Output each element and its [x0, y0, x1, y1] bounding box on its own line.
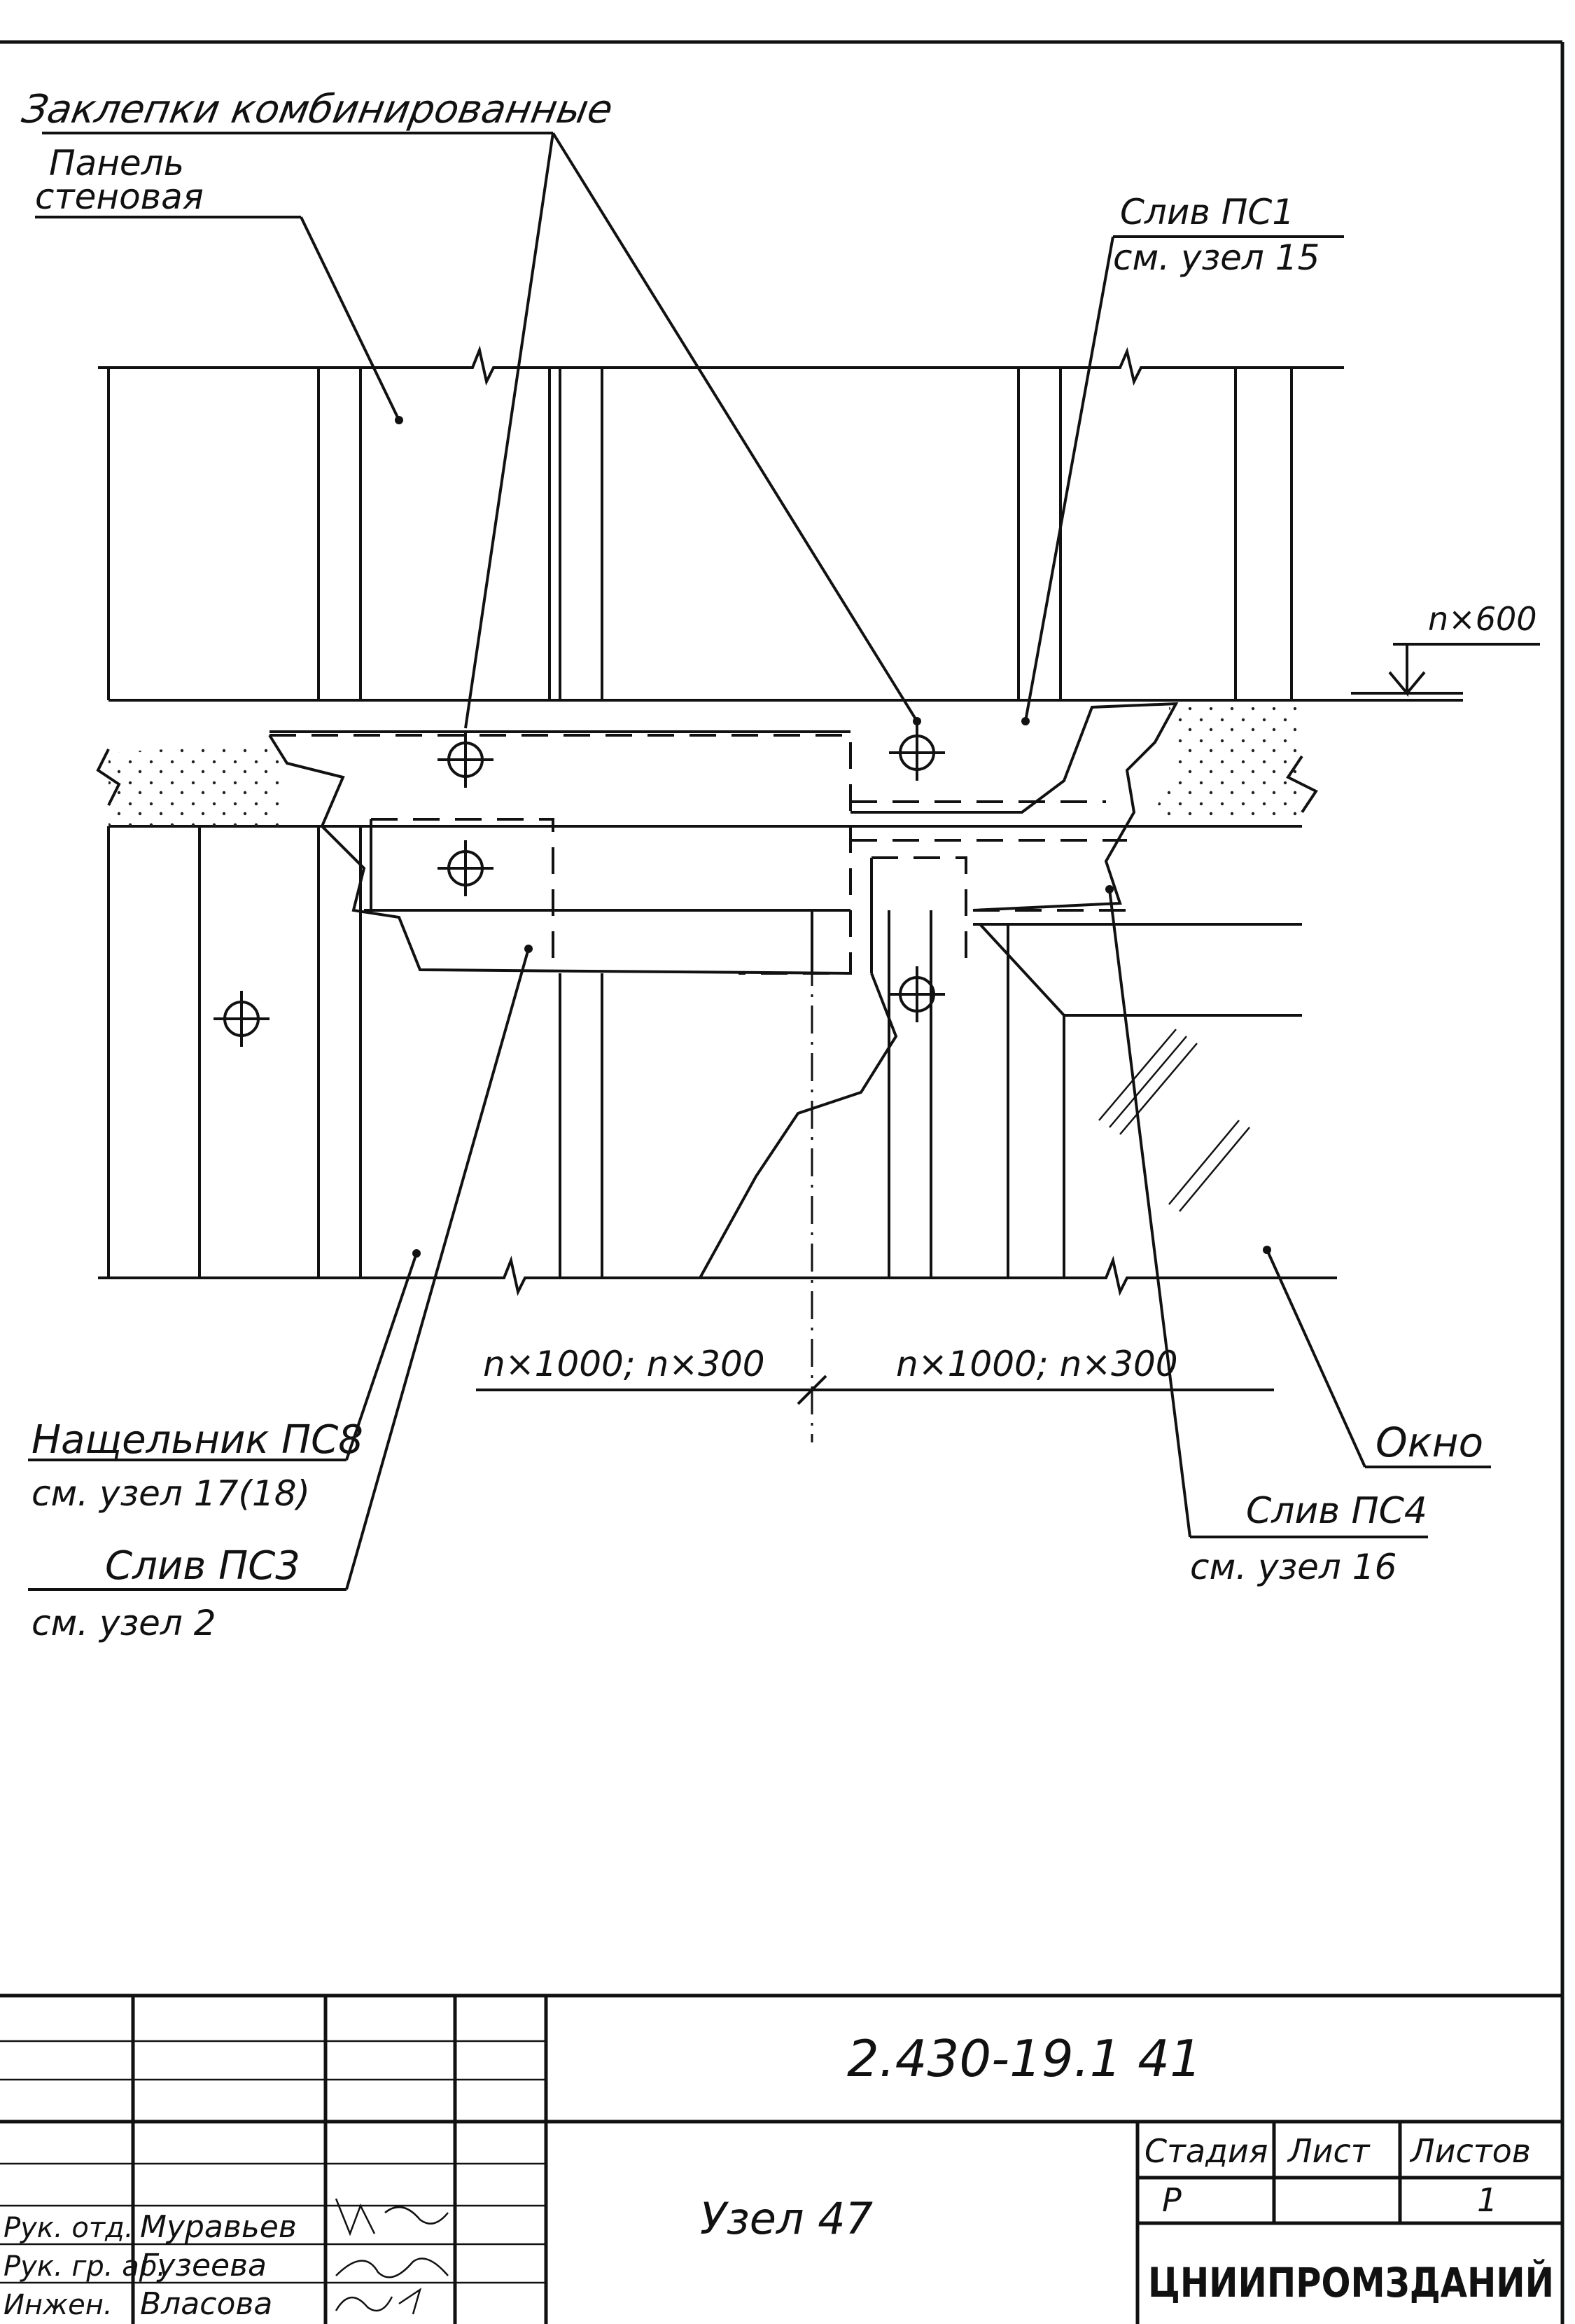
- wall-panel: [98, 345, 1344, 1296]
- rivets-label: Заклепки комбинированные: [19, 87, 616, 132]
- flashing-label-line2: см. узел 17(18): [31, 1473, 310, 1514]
- staff-name-1: Муравьев: [140, 2209, 297, 2245]
- dim-bottom-left-label: n×1000; n×300: [483, 1344, 765, 1384]
- rivet-symbol-1: [438, 732, 493, 788]
- dimension-lines: [476, 643, 1540, 1405]
- staff-role-2: Рук. гр. ар.: [4, 2250, 166, 2283]
- flashing-label-line1: Нащельник ПС8: [31, 1417, 363, 1463]
- flashing-pieces: [268, 702, 1179, 1442]
- stage-value: Р: [1162, 2181, 1182, 2219]
- rivet-symbol-2: [889, 725, 945, 781]
- staff-role-3: Инжен.: [4, 2289, 113, 2321]
- rivet-symbol-5: [889, 966, 945, 1022]
- window-label: Окно: [1376, 1419, 1483, 1466]
- document-code: 2.430-19.1 41: [847, 2029, 1202, 2088]
- stage-column-header: Стадия: [1144, 2132, 1268, 2170]
- rivet-symbols: [214, 725, 945, 1047]
- staff-name-2: Гузеева: [140, 2248, 267, 2283]
- dim-bottom-right-label: n×1000; n×300: [896, 1344, 1178, 1384]
- signatures: [335, 2198, 449, 2315]
- slive-pc3-label-line2: см. узел 2: [31, 1603, 216, 1643]
- slive-pc4-label-line2: см. узел 16: [1190, 1547, 1396, 1587]
- staff-name-3: Власова: [140, 2286, 272, 2322]
- sheets-column-header: Листов: [1409, 2132, 1531, 2170]
- leader-lines: [28, 132, 1491, 1591]
- sheet-column-header: Лист: [1287, 2132, 1371, 2170]
- panel-label-line1: Панель: [49, 143, 184, 183]
- sheets-value: 1: [1477, 2181, 1497, 2219]
- dim-top-label: n×600: [1428, 600, 1537, 638]
- title-block: 2.430-19.1 41 Узел 47 Стадия Лист Листов…: [0, 1994, 1562, 2324]
- annotations: Заклепки комбинированные Панель стеновая…: [19, 87, 1537, 1643]
- slive-pc3-label-line1: Слив ПС3: [105, 1543, 300, 1589]
- slive-pc1-label-line2: см. узел 15: [1113, 237, 1320, 278]
- rivet-symbol-4: [214, 991, 270, 1047]
- organization-name: ЦНИИПРОМЗДАНИЙ: [1148, 2258, 1554, 2306]
- rivet-symbol-3: [438, 840, 493, 896]
- sheet-frame: [0, 40, 1564, 2324]
- ledger-band: [96, 699, 1463, 828]
- window: [973, 923, 1302, 1278]
- slive-pc1-label-line1: Слив ПС1: [1120, 192, 1294, 232]
- slive-pc4-label-line1: Слив ПС4: [1246, 1490, 1427, 1532]
- staff-role-1: Рук. отд.: [4, 2212, 134, 2244]
- drawing-title: Узел 47: [700, 2193, 873, 2244]
- panel-label-line2: стеновая: [35, 176, 204, 217]
